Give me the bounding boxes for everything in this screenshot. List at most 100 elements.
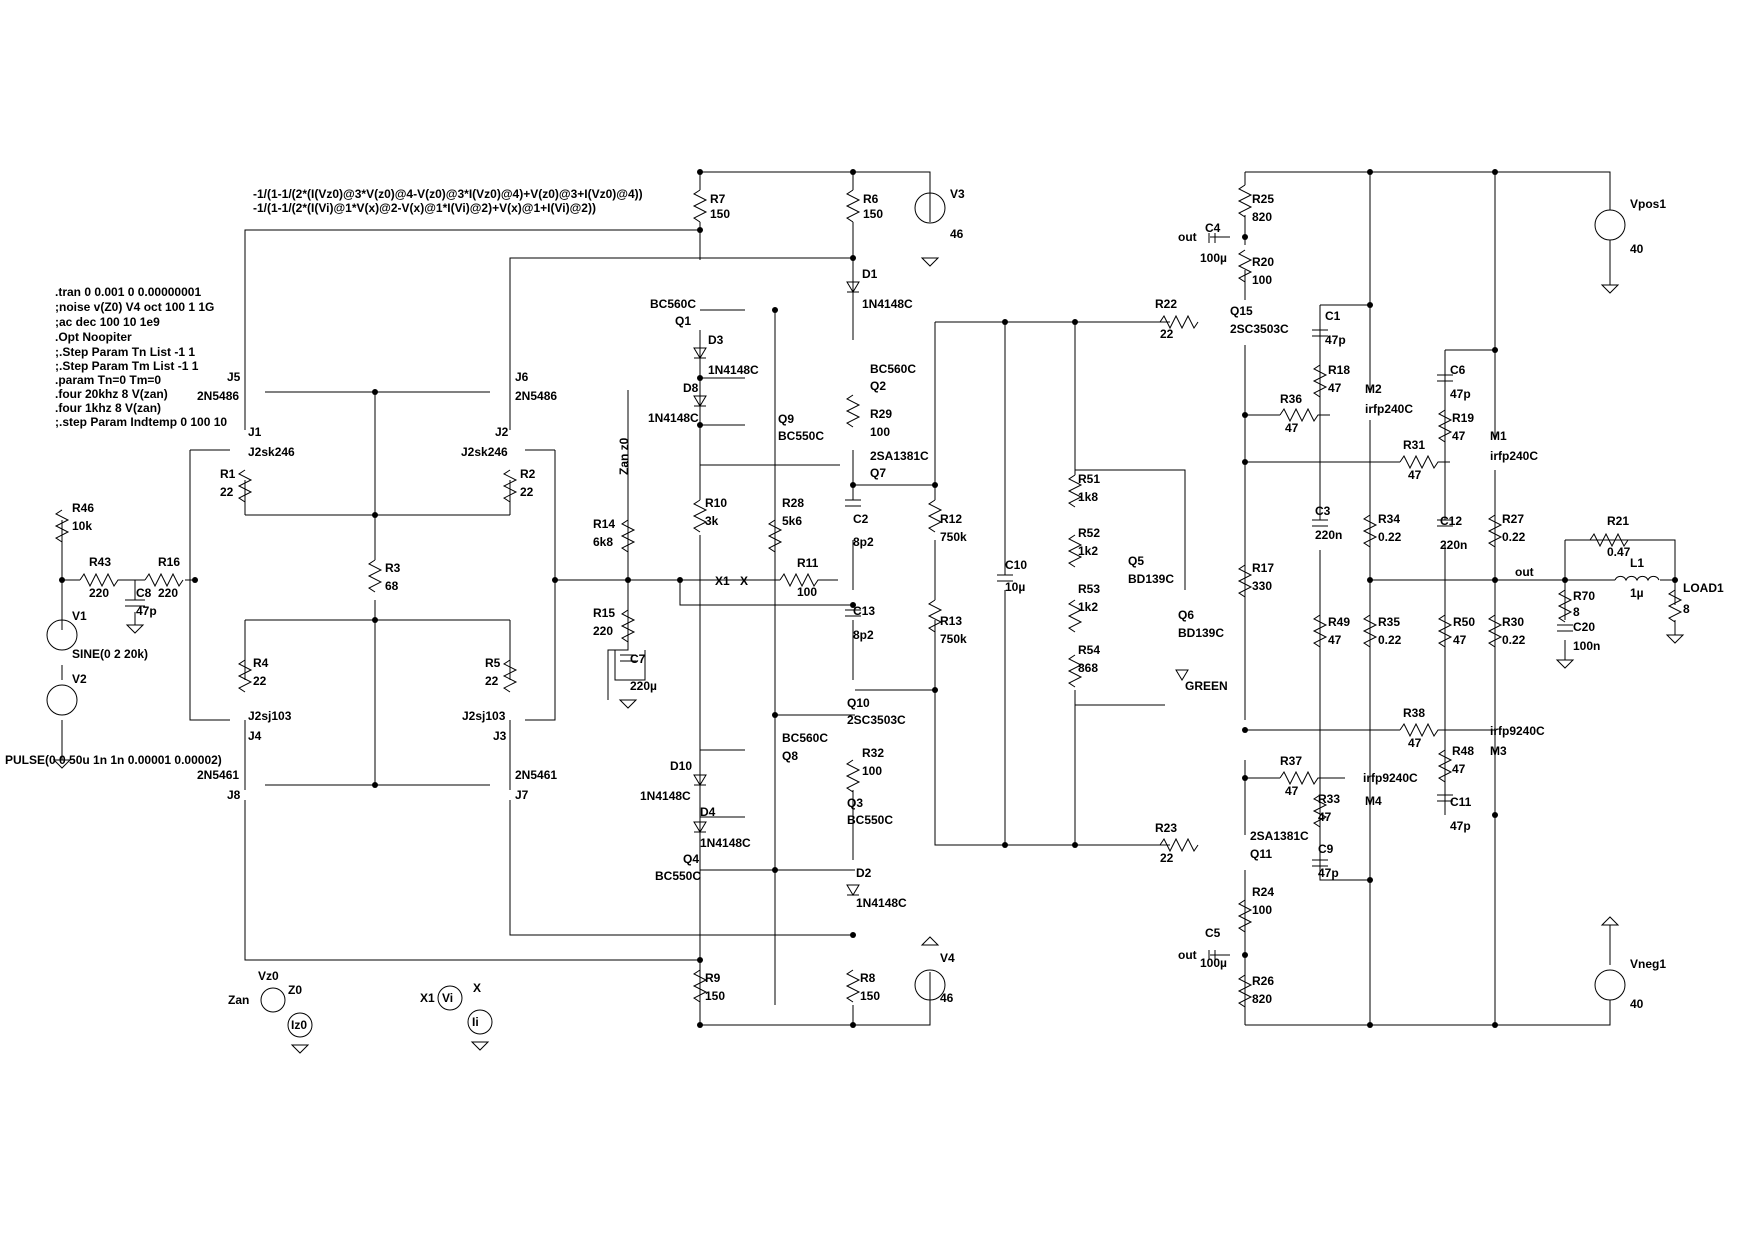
label-r7-value: 150 — [710, 207, 730, 221]
label-c9-ref: C9 — [1318, 842, 1334, 856]
label-r9-ref: R9 — [705, 971, 721, 985]
inductor-symbol — [1614, 575, 1660, 582]
label-c11-value: 47p — [1450, 819, 1471, 833]
label-j3-ref: J3 — [493, 729, 507, 743]
label-m4-ref: M4 — [1365, 794, 1382, 808]
label-c12-ref: C12 — [1440, 514, 1462, 528]
label-d3-value: 1N4148C — [708, 363, 759, 377]
label-j8-value: 2N5461 — [197, 768, 239, 782]
label-r30-ref: R30 — [1502, 615, 1524, 629]
label-r4-value: 22 — [253, 674, 267, 688]
label-r23-value: 22 — [1160, 851, 1174, 865]
resistor-symbols — [54, 184, 1683, 1008]
label-v4-ref: V4 — [940, 951, 955, 965]
label-d4-ref: D4 — [700, 805, 716, 819]
label-r52-ref: R52 — [1078, 526, 1100, 540]
label-r33-value: 47 — [1318, 810, 1332, 824]
label-j6-ref: J6 — [515, 370, 529, 384]
label-r5-value: 22 — [485, 674, 499, 688]
label-q4-value: BC550C — [655, 869, 701, 883]
label-c1-ref: C1 — [1325, 309, 1341, 323]
label-c5-value: 100µ — [1200, 956, 1227, 970]
net-label-out-main: out — [1515, 565, 1534, 579]
label-vneg1-ref: Vneg1 — [1630, 957, 1666, 971]
label-d8-ref: D8 — [683, 381, 699, 395]
net-label-vi: Vi — [442, 991, 453, 1005]
label-c3-value: 220n — [1315, 528, 1342, 542]
label-q10-ref: Q10 — [847, 696, 870, 710]
label-r6-value: 150 — [863, 207, 883, 221]
label-r30-value: 0.22 — [1502, 633, 1526, 647]
label-j3-value: J2sj103 — [462, 709, 506, 723]
label-r38-value: 47 — [1408, 736, 1422, 750]
label-r4-ref: R4 — [253, 656, 269, 670]
label-q7-value: 2SA1381C — [870, 449, 929, 463]
label-c4-value: 100µ — [1200, 251, 1227, 265]
net-label-out-c4: out — [1178, 230, 1197, 244]
label-r51-ref: R51 — [1078, 472, 1100, 486]
label-j6-value: 2N5486 — [515, 389, 557, 403]
label-r22-value: 22 — [1160, 327, 1174, 341]
label-q15-value: 2SC3503C — [1230, 322, 1289, 336]
label-q8-value: BC560C — [782, 731, 828, 745]
label-r48-value: 47 — [1452, 762, 1466, 776]
label-r34-value: 0.22 — [1378, 530, 1402, 544]
label-v3-value: 46 — [950, 227, 964, 241]
label-r29-ref: R29 — [870, 407, 892, 421]
net-label-x: X — [740, 574, 748, 588]
label-d8-value: 1N4148C — [648, 411, 699, 425]
label-q5-value: BD139C — [1128, 572, 1174, 586]
directive-6: ;.Step Param Tm List -1 1 — [55, 359, 199, 373]
label-q11-value: 2SA1381C — [1250, 829, 1309, 843]
spice-directives: .tran 0 0.001 0 0.00000001 ;noise v(Z0) … — [55, 285, 227, 429]
label-vpos1-value: 40 — [1630, 242, 1644, 256]
label-m1-ref: M1 — [1490, 429, 1507, 443]
label-r51-value: 1k8 — [1078, 490, 1098, 504]
directive-4: .Opt Noopiter — [55, 330, 132, 344]
label-r35-value: 0.22 — [1378, 633, 1402, 647]
label-q5-ref: Q5 — [1128, 554, 1144, 568]
label-d10-value: 1N4148C — [640, 789, 691, 803]
label-v3-ref: V3 — [950, 187, 965, 201]
directive-1: .tran 0 0.001 0 0.00000001 — [55, 285, 201, 299]
label-r8-value: 150 — [860, 989, 880, 1003]
directive-7: .param Tn=0 Tm=0 — [55, 373, 161, 387]
label-v2-value: PULSE(0 0 50u 1n 1n 0.00001 0.00002) — [5, 753, 222, 767]
label-vneg1-value: 40 — [1630, 997, 1644, 1011]
label-q7-ref: Q7 — [870, 466, 886, 480]
label-c8-value: 47p — [136, 604, 157, 618]
label-r54-ref: R54 — [1078, 643, 1100, 657]
label-r8-ref: R8 — [860, 971, 876, 985]
directive-10: ;.step Param Indtemp 0 100 10 — [55, 415, 227, 429]
label-r11-ref: R11 — [797, 556, 819, 570]
label-c13-value: 8p2 — [853, 628, 874, 642]
net-label-z0: Z0 — [288, 983, 302, 997]
label-c4-ref: C4 — [1205, 221, 1221, 235]
label-r50-ref: R50 — [1453, 615, 1475, 629]
label-r54-value: 868 — [1078, 661, 1098, 675]
label-c6-value: 47p — [1450, 387, 1471, 401]
label-v1-ref: V1 — [72, 609, 87, 623]
label-r36-ref: R36 — [1280, 392, 1302, 406]
label-r9-value: 150 — [705, 989, 725, 1003]
label-r17-value: 330 — [1252, 579, 1272, 593]
label-vpos1-ref: Vpos1 — [1630, 197, 1666, 211]
label-r13-value: 750k — [940, 632, 967, 646]
directive-5: ;.Step Param Tn List -1 1 — [55, 345, 195, 359]
label-q8-ref: Q8 — [782, 749, 798, 763]
capacitor-symbols — [125, 233, 1573, 960]
label-q10-value: 2SC3503C — [847, 713, 906, 727]
directive-9: .four 1khz 8 V(zan) — [55, 401, 161, 415]
label-r13-ref: R13 — [940, 614, 962, 628]
expression-1: -1/(1-1/(2*(I(Vz0)@3*V(z0)@4-V(z0)@3*I(V… — [253, 187, 643, 201]
label-c12-value: 220n — [1440, 538, 1467, 552]
label-r5-ref: R5 — [485, 656, 501, 670]
label-l1-value: 1µ — [1630, 586, 1644, 600]
component-labels: R7 150 R6 150 V3 46 D1 1N4148C BC560C Q1… — [5, 187, 1724, 1011]
label-r16-ref: R16 — [158, 555, 180, 569]
net-label-out-c5: out — [1178, 948, 1197, 962]
label-r20-value: 100 — [1252, 273, 1272, 287]
wires — [61, 171, 1676, 1026]
label-d6-value: GREEN — [1185, 679, 1228, 693]
net-label-zan: Zan — [228, 993, 249, 1007]
